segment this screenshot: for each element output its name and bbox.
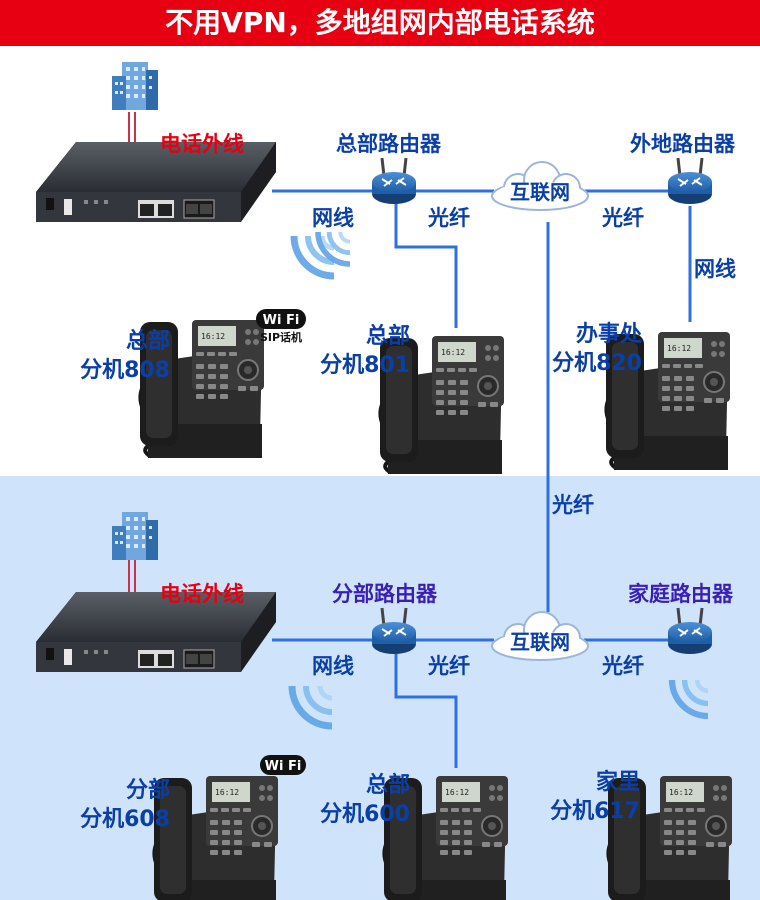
ext608-label: 分部 分机608 xyxy=(70,776,170,834)
wifi-waves-icon-bottom xyxy=(292,686,332,726)
fiber-label-top-left: 光纤 xyxy=(428,206,470,230)
cable-label-bottom: 网线 xyxy=(312,654,354,678)
remote-router-label: 外地路由器 xyxy=(630,132,735,156)
ext600-line2: 分机600 xyxy=(320,802,410,827)
ext820-label: 办事处 分机820 xyxy=(536,320,642,378)
hq-building-icon xyxy=(112,62,158,110)
ext808-line2: 分机808 xyxy=(80,358,170,383)
internet-label-bottom: 互联网 xyxy=(510,630,570,654)
ext820-line2: 分机820 xyxy=(552,351,642,376)
cable-branch-router-ext600 xyxy=(394,654,458,768)
ext600-line1: 总部 xyxy=(365,773,410,798)
ext808-line1: 总部 xyxy=(125,329,170,354)
remote-cable-label: 网线 xyxy=(694,257,736,281)
fiber-label-top-right: 光纤 xyxy=(602,206,644,230)
fiber-label-bottom-left: 光纤 xyxy=(428,654,470,678)
ext617-label: 家里 分机617 xyxy=(540,768,640,826)
ext801-line2: 分机801 xyxy=(320,353,410,378)
ext801-line1: 总部 xyxy=(365,324,410,349)
ext820-line1: 办事处 xyxy=(575,322,642,347)
internet-label-top: 互联网 xyxy=(510,180,570,204)
ext617-line1: 家里 xyxy=(595,770,640,795)
wifi-badge-top-text: Wi Fi xyxy=(263,313,300,328)
fiber-link-label: 光纤 xyxy=(552,493,594,517)
home-router-icon xyxy=(666,606,714,656)
branch-router-icon xyxy=(370,606,418,656)
home-router-label: 家庭路由器 xyxy=(628,582,733,606)
pstn-label-top: 电话外线 xyxy=(160,132,244,156)
pstn-label-bottom: 电话外线 xyxy=(160,582,244,606)
phone-608 xyxy=(152,774,280,900)
wifi-waves-icon-home xyxy=(672,680,708,716)
ext617-line2: 分机617 xyxy=(550,799,640,824)
ext600-label: 总部 分机600 xyxy=(310,771,410,829)
fiber-label-bottom-right: 光纤 xyxy=(602,654,644,678)
branch-building-icon xyxy=(112,512,158,560)
hq-router-label: 总部路由器 xyxy=(336,132,441,156)
cable-hq-router-ext801 xyxy=(394,204,458,328)
wifi-badge-top xyxy=(256,309,306,329)
ext608-line1: 分部 xyxy=(125,778,170,803)
page-title: 不用VPN，多地组网内部电话系统 xyxy=(0,0,760,46)
ext808-label: 总部 分机808 xyxy=(70,327,170,385)
cable-label-top: 网线 xyxy=(312,206,354,230)
sip-phone-label: SIP话机 xyxy=(260,330,302,344)
remote-router-icon xyxy=(666,156,714,206)
wifi-badge-bottom-text: Wi Fi xyxy=(265,759,302,774)
wifi-badge-bottom xyxy=(260,755,306,775)
hq-router-icon xyxy=(370,156,418,206)
ext801-label: 总部 分机801 xyxy=(310,322,410,380)
branch-router-label: 分部路由器 xyxy=(332,582,437,606)
ext608-line2: 分机608 xyxy=(80,807,170,832)
